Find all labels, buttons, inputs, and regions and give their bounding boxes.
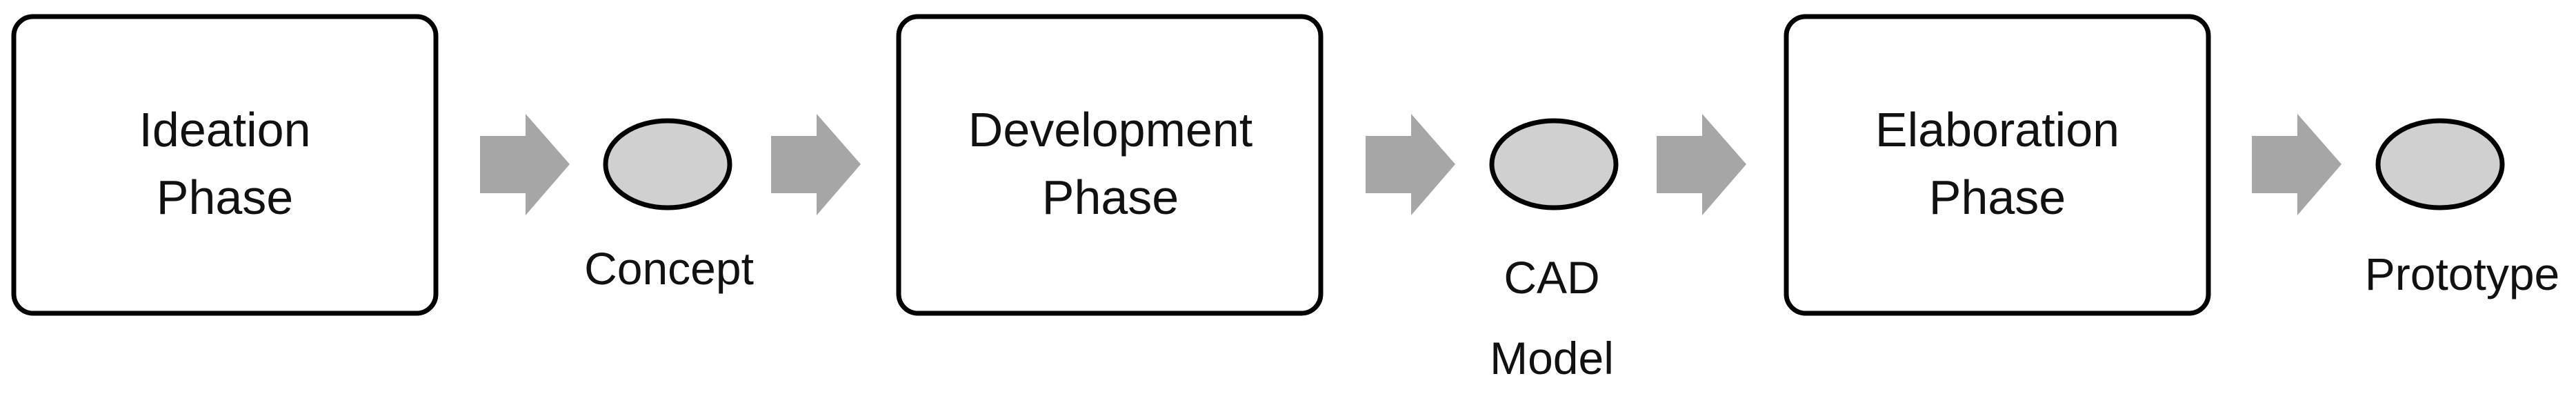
artifact-cad-model: CAD Model — [1489, 118, 1619, 384]
phase-development-label-line2: Phase — [1042, 170, 1179, 224]
artifact-concept-label: Concept — [584, 243, 754, 294]
flow-arrow-5 — [2252, 114, 2342, 215]
phase-development: Development Phase — [896, 14, 1324, 316]
flow-arrow-3 — [1366, 114, 1455, 215]
flow-arrow-4 — [1657, 114, 1746, 215]
artifact-concept-oval — [603, 118, 732, 210]
flow-arrow-2 — [771, 114, 861, 215]
phase-elaboration-label-line1: Elaboration — [1875, 103, 2119, 157]
phase-elaboration-label-line2: Phase — [1929, 170, 2066, 224]
flow-arrow-1 — [480, 114, 570, 215]
phase-ideation-box — [11, 14, 439, 316]
phase-elaboration-box — [1784, 14, 2211, 316]
phase-development-label-line1: Development — [968, 103, 1252, 157]
artifact-cad-model-label-line1: CAD — [1504, 252, 1599, 303]
phase-ideation-label-line2: Phase — [157, 170, 293, 224]
artifact-concept: Concept — [584, 118, 754, 294]
artifact-prototype-oval — [2375, 118, 2505, 210]
artifact-prototype-label: Prototype — [2365, 248, 2560, 299]
phase-ideation: Ideation Phase — [11, 14, 439, 316]
artifact-prototype: Prototype — [2365, 118, 2560, 299]
phase-elaboration: Elaboration Phase — [1784, 14, 2211, 316]
phase-development-box — [896, 14, 1324, 316]
phase-ideation-label-line1: Ideation — [139, 103, 310, 157]
artifact-cad-model-label-line2: Model — [1490, 333, 1614, 384]
artifact-cad-model-oval — [1489, 118, 1619, 210]
